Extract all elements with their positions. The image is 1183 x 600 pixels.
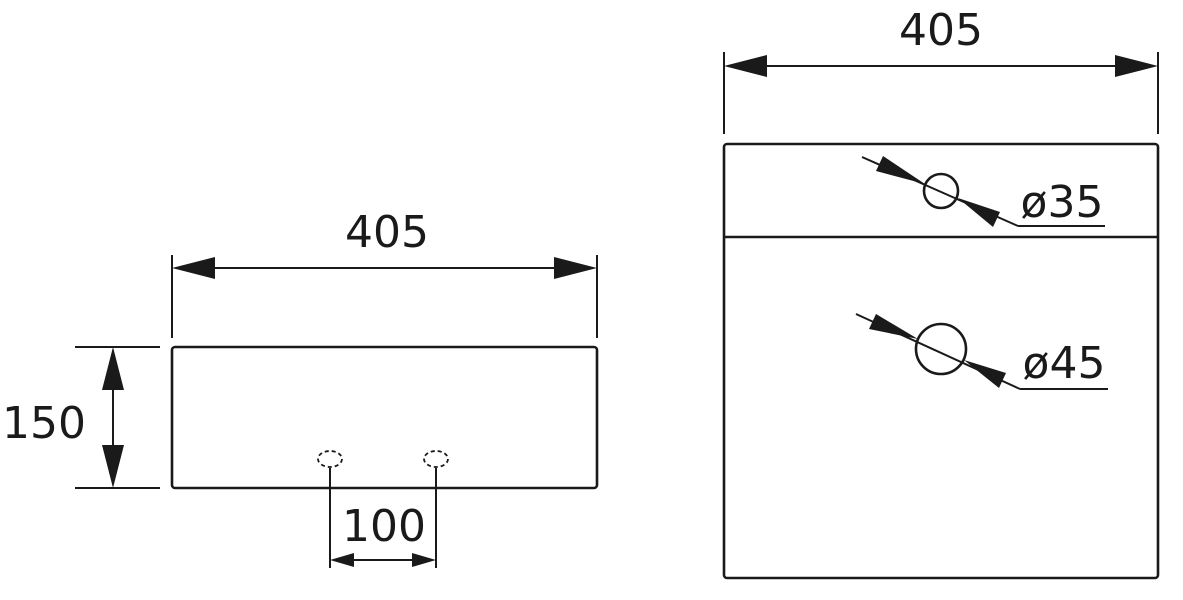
front-width-label: 405 bbox=[345, 207, 429, 258]
front-width-dimension: 405 bbox=[171, 207, 598, 338]
arrowhead-icon bbox=[958, 198, 1000, 227]
top-width-label: 405 bbox=[899, 5, 983, 56]
drain-hole-label: ø45 bbox=[1023, 338, 1106, 389]
top-width-dimension: 405 bbox=[723, 5, 1159, 134]
drain-hole-circle bbox=[914, 322, 968, 376]
arrowhead-icon bbox=[869, 314, 918, 339]
front-view: 405 150 100 bbox=[2, 207, 599, 568]
top-view-basin-outline bbox=[722, 142, 1160, 580]
tap-hole: ø35 bbox=[861, 156, 1105, 228]
tap-hole-label: ø35 bbox=[1021, 177, 1104, 228]
arrowhead-icon bbox=[876, 156, 925, 184]
tap-hole-circle bbox=[922, 172, 960, 210]
front-height-dimension: 150 bbox=[2, 346, 160, 489]
hole-spacing-dimension: 100 bbox=[329, 468, 437, 568]
top-view: 405 ø35 ø45 bbox=[722, 5, 1160, 580]
hole-spacing-label: 100 bbox=[342, 501, 426, 552]
arrowhead-icon bbox=[554, 257, 597, 279]
arrowhead-icon bbox=[330, 553, 354, 567]
arrowhead-icon bbox=[412, 553, 436, 567]
arrowhead-icon bbox=[102, 347, 124, 390]
arrowhead-icon bbox=[172, 257, 215, 279]
arrowhead-icon bbox=[102, 445, 124, 488]
front-view-hidden-hole-right bbox=[423, 450, 449, 468]
front-view-hidden-hole-left bbox=[317, 450, 343, 468]
arrowhead-icon bbox=[724, 55, 767, 77]
drain-hole: ø45 bbox=[855, 313, 1108, 390]
front-height-label: 150 bbox=[2, 398, 86, 449]
arrowhead-icon bbox=[1115, 55, 1158, 77]
front-view-basin-outline bbox=[170, 345, 599, 490]
arrowhead-icon bbox=[964, 360, 1006, 388]
